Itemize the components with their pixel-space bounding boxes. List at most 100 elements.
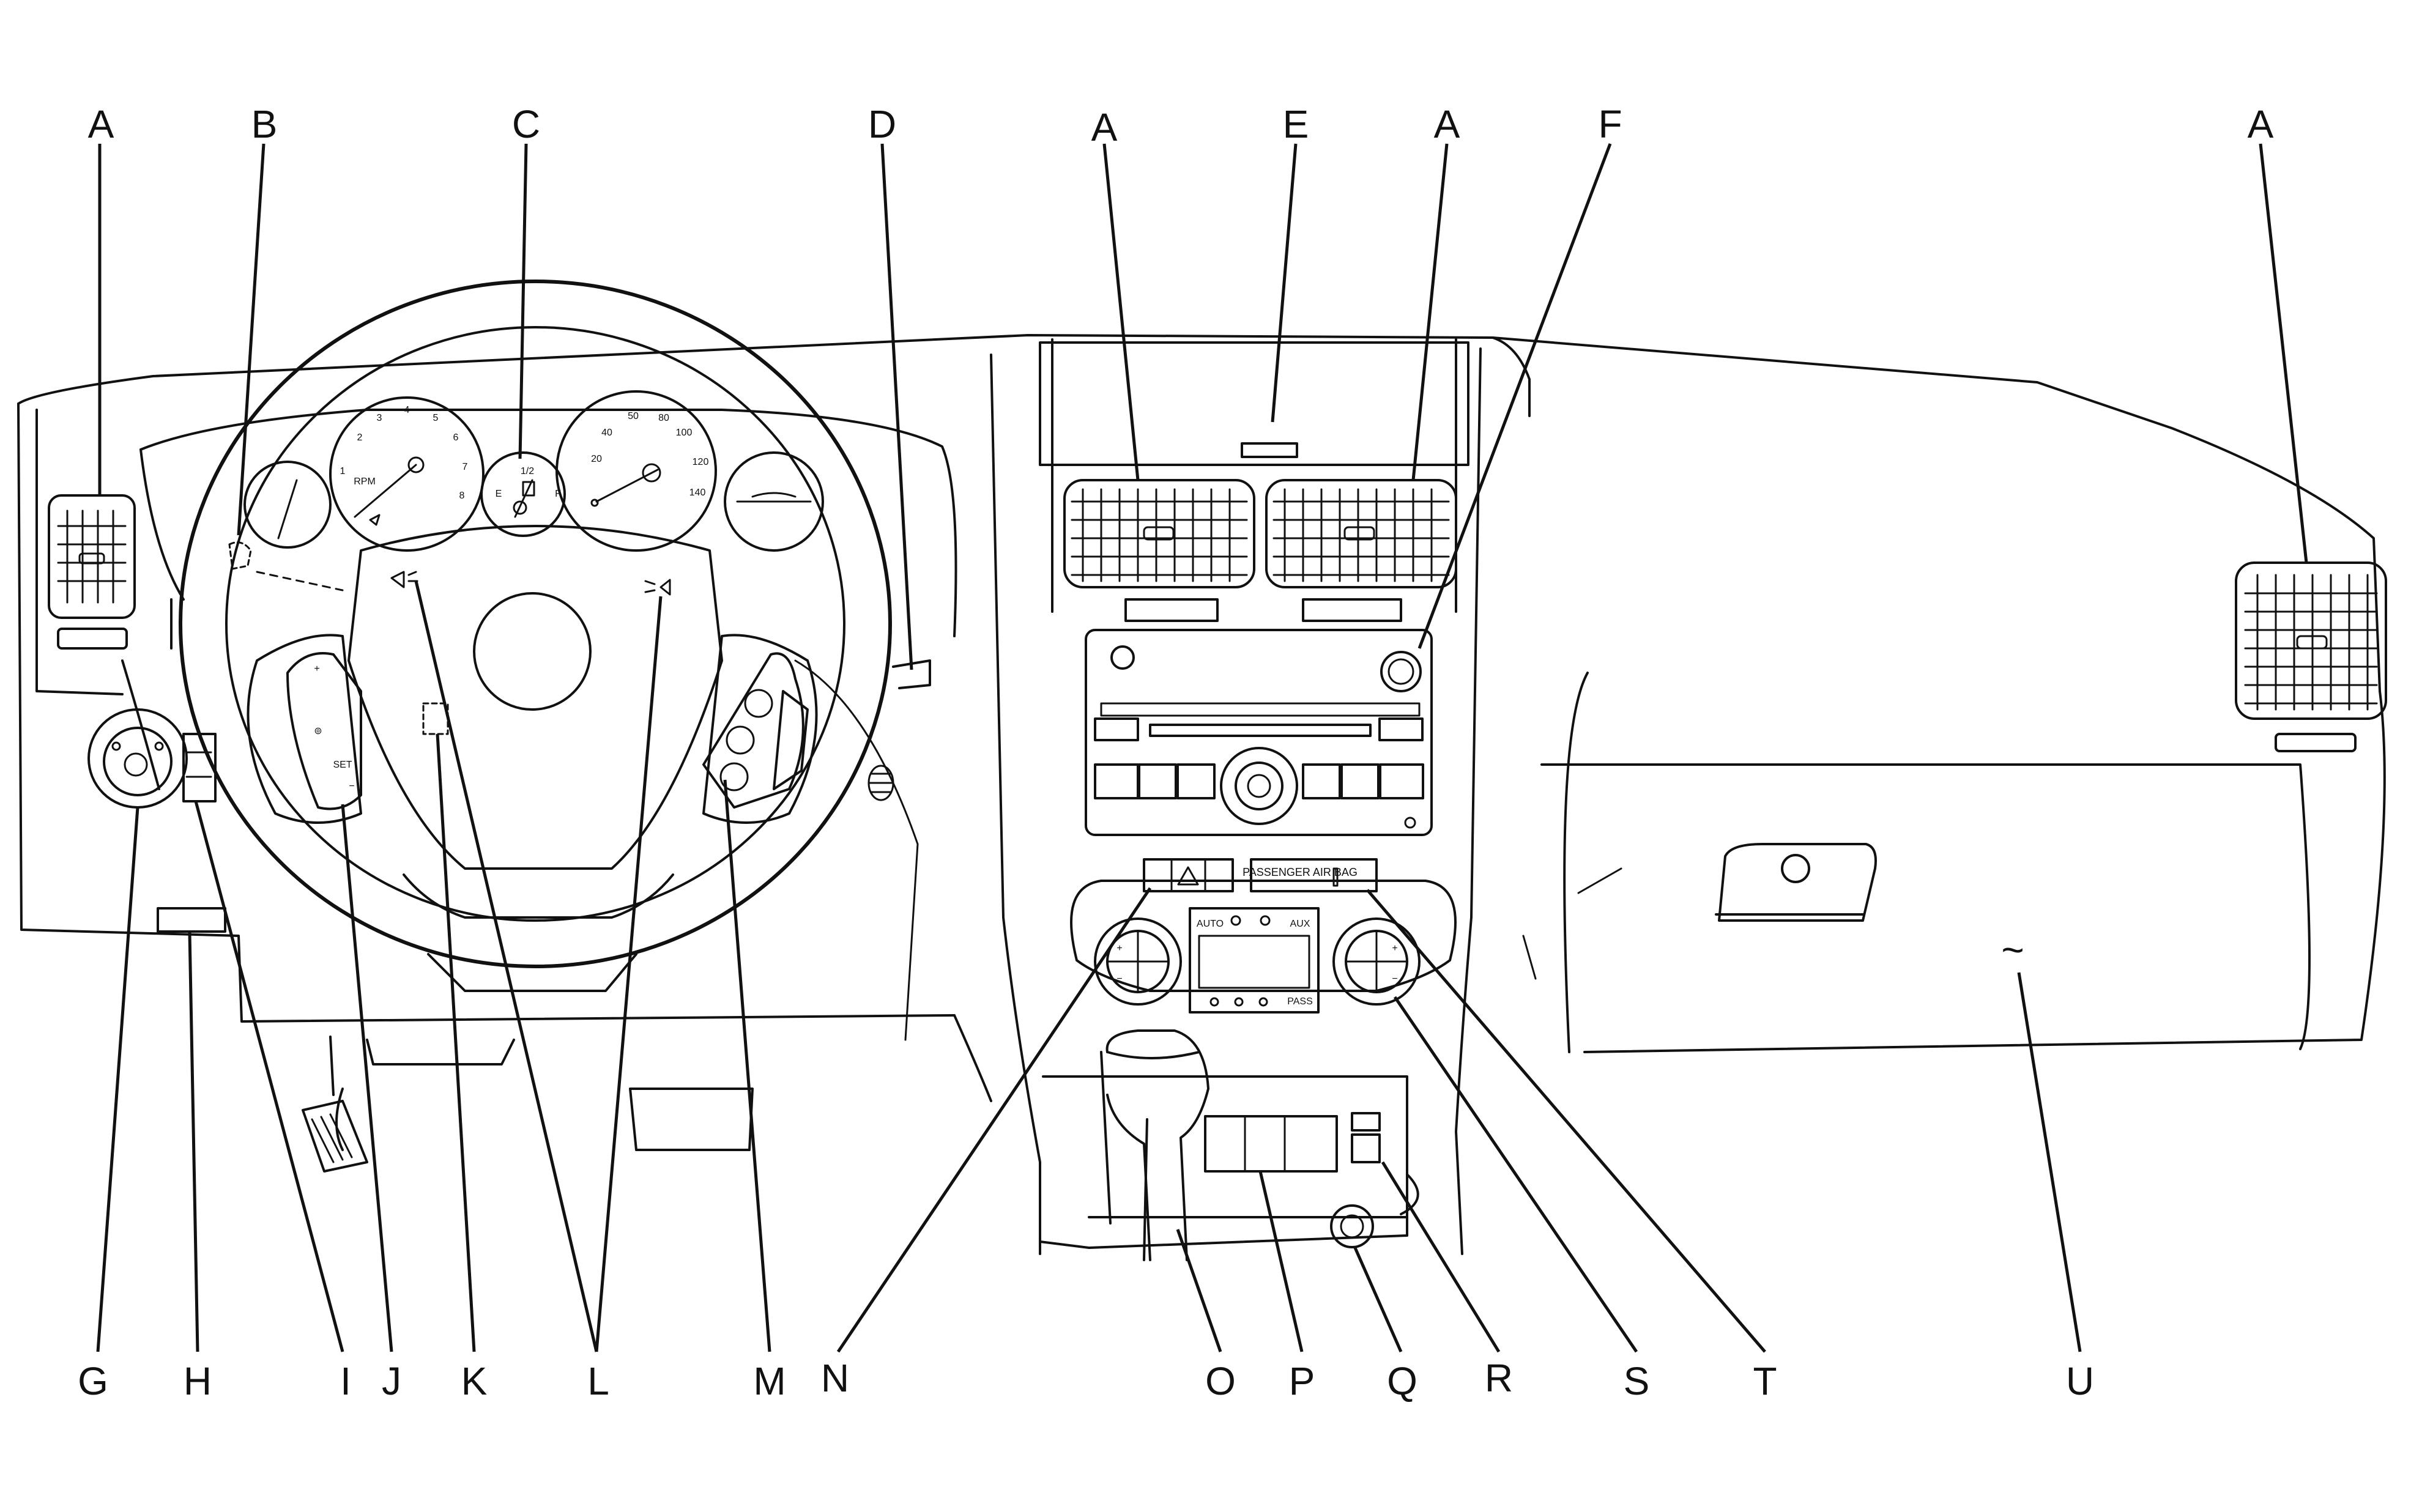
center-vent-thumbwheel-left[interactable] <box>1124 598 1219 622</box>
center-right-air-outlet[interactable] <box>1265 479 1457 588</box>
radio-button-left[interactable] <box>1094 717 1139 741</box>
tach-unit-label: RPM <box>354 476 376 487</box>
tachometer: 1 2 3 4 5 6 7 8 RPM <box>329 396 485 552</box>
tach-tick-1: 1 <box>340 466 346 476</box>
svg-text:−: − <box>1116 974 1122 984</box>
passenger-airbag-text: PASSENGER AIR BAG <box>1243 866 1358 878</box>
climate-control: + − + − AUTO AUX PASS <box>1070 880 1457 1014</box>
tach-tick-6: 6 <box>453 432 459 443</box>
callout-e: E <box>1283 102 1309 146</box>
security-indicator <box>1241 442 1298 458</box>
callout-o: O <box>1205 1359 1236 1403</box>
right-air-outlet[interactable] <box>2235 561 2387 752</box>
tach-tick-4: 4 <box>404 405 410 415</box>
preset-4[interactable] <box>1302 763 1341 799</box>
callout-a-center-left: A <box>1091 105 1118 149</box>
callout-a-left: A <box>88 102 114 146</box>
instrument-dimmer-switch[interactable] <box>182 733 217 802</box>
shift-lever[interactable] <box>1100 1029 1209 1261</box>
svg-text:+: + <box>314 664 319 674</box>
radio-display-strip <box>1100 702 1421 717</box>
speed-tick-120: 120 <box>693 457 709 467</box>
small-left-gauge <box>243 461 332 549</box>
speed-tick-100: 100 <box>676 428 693 438</box>
hood-release[interactable] <box>157 907 226 933</box>
tach-tick-2: 2 <box>357 432 363 443</box>
radio-power-button[interactable] <box>1110 645 1135 670</box>
preset-3[interactable] <box>1176 763 1216 799</box>
passenger-temperature-knob[interactable] <box>1332 917 1421 1006</box>
svg-text:−: − <box>1392 974 1397 984</box>
speed-tick-50: 50 <box>628 411 639 421</box>
callout-q: Q <box>1387 1359 1417 1403</box>
horn-symbol-right <box>644 579 671 596</box>
svg-text:−: − <box>349 781 354 791</box>
callout-s: S <box>1624 1359 1650 1403</box>
tach-tick-8: 8 <box>459 491 465 501</box>
climate-auto-label: AUTO <box>1197 919 1224 929</box>
power-outlet[interactable] <box>1330 1204 1374 1248</box>
driver-temperature-knob[interactable] <box>1094 917 1182 1006</box>
tach-tick-7: 7 <box>463 462 468 472</box>
turn-signal-stalk[interactable] <box>121 659 160 790</box>
preset-1[interactable] <box>1094 763 1139 799</box>
fuel-empty-label: E <box>496 489 502 499</box>
glove-box[interactable]: ~ <box>1540 763 2311 1050</box>
tach-tick-5: 5 <box>433 413 439 423</box>
center-left-air-outlet[interactable] <box>1063 479 1255 588</box>
svg-text:+: + <box>1116 943 1122 954</box>
callout-d: D <box>868 102 896 146</box>
brake-pedal[interactable] <box>302 1100 368 1173</box>
volume-knob[interactable] <box>1220 747 1298 825</box>
speed-tick-20: 20 <box>591 454 602 464</box>
climate-aux-label: AUX <box>1290 919 1310 929</box>
hazard-warning-switch[interactable] <box>1143 858 1234 892</box>
callout-i: I <box>340 1359 351 1403</box>
speed-tick-40: 40 <box>601 428 612 438</box>
fuel-full-label: F <box>555 489 561 499</box>
callout-r: R <box>1485 1356 1513 1400</box>
preset-6[interactable] <box>1379 763 1424 799</box>
audio-system <box>1085 629 1433 836</box>
center-vent-thumbwheel-right[interactable] <box>1302 598 1402 622</box>
callout-p: P <box>1289 1359 1315 1403</box>
callout-b: B <box>251 102 278 146</box>
callout-n: N <box>821 1356 849 1400</box>
radio-tune-knob[interactable] <box>1380 651 1422 692</box>
tilt-lever-marker <box>228 541 252 570</box>
glove-box-handle[interactable] <box>1718 843 1877 922</box>
switch-bank[interactable] <box>1204 1115 1338 1173</box>
right-gauge <box>724 451 824 552</box>
speaker-grille <box>867 765 894 801</box>
radio-button-right[interactable] <box>1378 717 1424 741</box>
preset-5[interactable] <box>1340 763 1380 799</box>
fuel-gauge: E 1/2 F <box>480 451 566 537</box>
callout-g: G <box>78 1359 108 1403</box>
horn-emblem <box>473 592 592 711</box>
callout-a-right: A <box>2248 102 2274 146</box>
steering-wheel[interactable] <box>179 280 892 992</box>
small-switches[interactable] <box>1351 1112 1381 1163</box>
callout-f: F <box>1598 102 1622 146</box>
climate-display <box>1189 907 1320 1014</box>
callout-l: L <box>587 1359 609 1403</box>
audio-steering-controls[interactable]: + ⊚ SET − <box>286 652 362 810</box>
callout-labels: A B C D A E A F A G H I J K L M N O P Q … <box>78 102 2274 1403</box>
headlamp-switch[interactable] <box>87 708 188 809</box>
tach-tick-3: 3 <box>377 413 382 423</box>
svg-text:⊚: ⊚ <box>314 726 322 736</box>
callout-u: U <box>2066 1359 2094 1403</box>
cd-slot[interactable] <box>1149 724 1372 737</box>
left-air-outlet[interactable] <box>48 494 136 650</box>
preset-2[interactable] <box>1138 763 1177 799</box>
speed-tick-80: 80 <box>658 413 669 423</box>
lower-console <box>1039 1075 1419 1249</box>
horn-symbol-left <box>390 571 418 588</box>
speed-tick-140: 140 <box>689 487 706 498</box>
speedometer: 20 40 50 80 100 120 140 <box>555 390 717 552</box>
driver-info-steering-controls[interactable] <box>702 652 809 809</box>
svg-text:+: + <box>1392 943 1397 954</box>
leader-lines <box>96 143 2308 1353</box>
callout-j: J <box>382 1359 401 1403</box>
glove-box-symbol: ~ <box>2001 928 2024 972</box>
